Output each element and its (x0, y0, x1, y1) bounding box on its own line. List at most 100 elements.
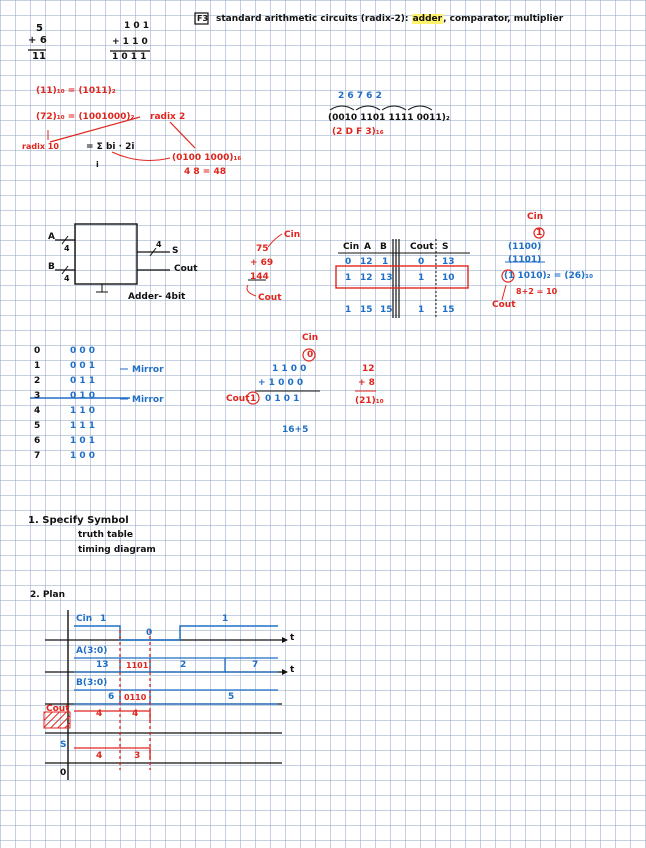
bin-add-cout-val: 1 (250, 394, 256, 404)
tt-header-cin: Cin (343, 242, 359, 252)
adder-b-label: B (48, 262, 55, 272)
gray-code: 0 1 0 (70, 391, 95, 401)
gray-index: 7 (34, 451, 40, 461)
mirror-label-2: Mirror (132, 395, 164, 405)
mid-sum-b: + 69 (250, 258, 273, 268)
tt-header-a: A (364, 242, 371, 252)
right-cin: Cin (527, 212, 543, 222)
timing-s-v2: 3 (134, 751, 140, 761)
adder-a-width: 4 (64, 244, 70, 254)
adder-cout-label: Cout (174, 264, 198, 274)
bin-add-a: 1 1 0 0 (272, 364, 306, 374)
mirror-label-1: Mirror (132, 365, 164, 375)
right-cin-one: 1 (536, 228, 542, 238)
gray-code: 1 1 0 (70, 406, 95, 416)
radix10-note: radix 10 (22, 142, 59, 152)
timing-a-label: A(3:0) (76, 646, 107, 656)
dec-add-b: + 8 (358, 378, 375, 388)
sum-small-a: 5 (36, 24, 43, 34)
timing-cout-label: Cout (46, 704, 70, 714)
dec-add-a: 12 (362, 364, 375, 374)
gray-code: 0 0 1 (70, 361, 95, 371)
tt-r2-a: 15 (360, 305, 373, 315)
tt-r0-s: 13 (442, 257, 455, 267)
tt-r2-b: 15 (380, 305, 393, 315)
adder-s-label: S (172, 246, 178, 256)
timing-b-label: B(3:0) (76, 678, 107, 688)
gray-index: 0 (34, 346, 40, 356)
hex-binary: (0010 1101 1111 0011)₂ (328, 113, 450, 123)
hex-value: (2 D F 3)₁₆ (332, 127, 384, 137)
sum-index: i (96, 160, 99, 170)
gray-index: 4 (34, 406, 40, 416)
timing-cin-high: 1 (100, 614, 106, 624)
tt-header-b: B (380, 242, 387, 252)
gray-index: 2 (34, 376, 40, 386)
bin-add-b: + 1 0 0 0 (258, 378, 303, 388)
timing-s-label: S (60, 740, 66, 750)
tt-r0-a: 12 (360, 257, 373, 267)
sum-binary-a: 1 0 1 (124, 21, 149, 31)
step-2: 2. Plan (30, 590, 65, 600)
sum-formula: = Σ bi · 2i (86, 142, 135, 152)
tt-r2-s: 15 (442, 305, 455, 315)
tt-header-cout: Cout (410, 242, 434, 252)
tt-r1-cin: 1 (345, 273, 351, 283)
bin-add-result: 0 1 0 1 (265, 394, 299, 404)
sum-small-b: + 6 (28, 36, 47, 46)
timing-axis-t2: t (290, 665, 294, 675)
gray-code: 1 0 0 (70, 451, 95, 461)
adder-a-label: A (48, 232, 55, 242)
title-before: standard arithmetic circuits (radix-2): (216, 14, 412, 24)
timing-axis-t1: t (290, 633, 294, 643)
sum-binary-b: + 1 1 0 (112, 37, 148, 47)
mid-cin-note: Cin (284, 230, 300, 240)
title-after: , comparator, multiplier (443, 14, 563, 24)
timing-a-v2: 1101 (126, 661, 148, 671)
tt-r0-cout: 0 (418, 257, 424, 267)
step-1: 1. Specify Symbol (28, 516, 129, 526)
bin-add-cin-val: 0 (307, 350, 313, 360)
dec-add-result: (21)₁₀ (355, 396, 384, 406)
hex-digits: 4 8 = 48 (184, 167, 226, 177)
tt-r0-cin: 0 (345, 257, 351, 267)
timing-a-v3: 2 (180, 660, 186, 670)
hex-top-digits: 2 6 7 6 2 (338, 91, 382, 101)
tt-r1-s: 10 (442, 273, 455, 283)
tt-r1-cout: 1 (418, 273, 424, 283)
timing-cout-v1: 4 (96, 709, 102, 719)
tt-header-s: S (442, 242, 448, 252)
timing-a-v1: 13 (96, 660, 109, 670)
sum-small-result: 11 (32, 52, 46, 62)
timing-b-v2: 0110 (124, 693, 146, 703)
title-highlight: adder (412, 14, 444, 24)
adder-b-width: 4 (64, 274, 70, 284)
mid-sum-result: 144 (250, 272, 269, 282)
gray-code: 1 1 1 (70, 421, 95, 431)
section-tag: F3 (197, 14, 208, 24)
timing-cin-high-2: 1 (222, 614, 228, 624)
tt-r2-cout: 1 (418, 305, 424, 315)
radix-eq1: (11)₁₀ = (1011)₂ (36, 86, 116, 96)
bin-add-cout: Cout (226, 394, 250, 404)
timing-cout-v2: 4 (132, 709, 138, 719)
mid-sum-a: 75 (256, 244, 269, 254)
gray-code: 1 0 1 (70, 436, 95, 446)
gray-code: 0 1 1 (70, 376, 95, 386)
tt-r2-cin: 1 (345, 305, 351, 315)
bin-add-note: 16+5 (282, 425, 308, 435)
page-title: standard arithmetic circuits (radix-2): … (216, 14, 563, 24)
radix2-note: radix 2 (150, 112, 185, 122)
right-line4: 8+2 = 10 (516, 287, 557, 297)
adder-caption: Adder- 4bit (128, 292, 185, 302)
timing-cin-label: Cin (76, 614, 92, 624)
right-line2: (1101) (508, 255, 541, 265)
gray-index: 5 (34, 421, 40, 431)
radix-eq2: (72)₁₀ = (1001000)₂ (36, 112, 134, 122)
right-line3: (1 1010)₂ = (26)₁₀ (504, 271, 593, 281)
gray-index: 3 (34, 391, 40, 401)
timing-s-v1: 4 (96, 751, 102, 761)
gray-index: 6 (34, 436, 40, 446)
tt-r0-b: 1 (382, 257, 388, 267)
